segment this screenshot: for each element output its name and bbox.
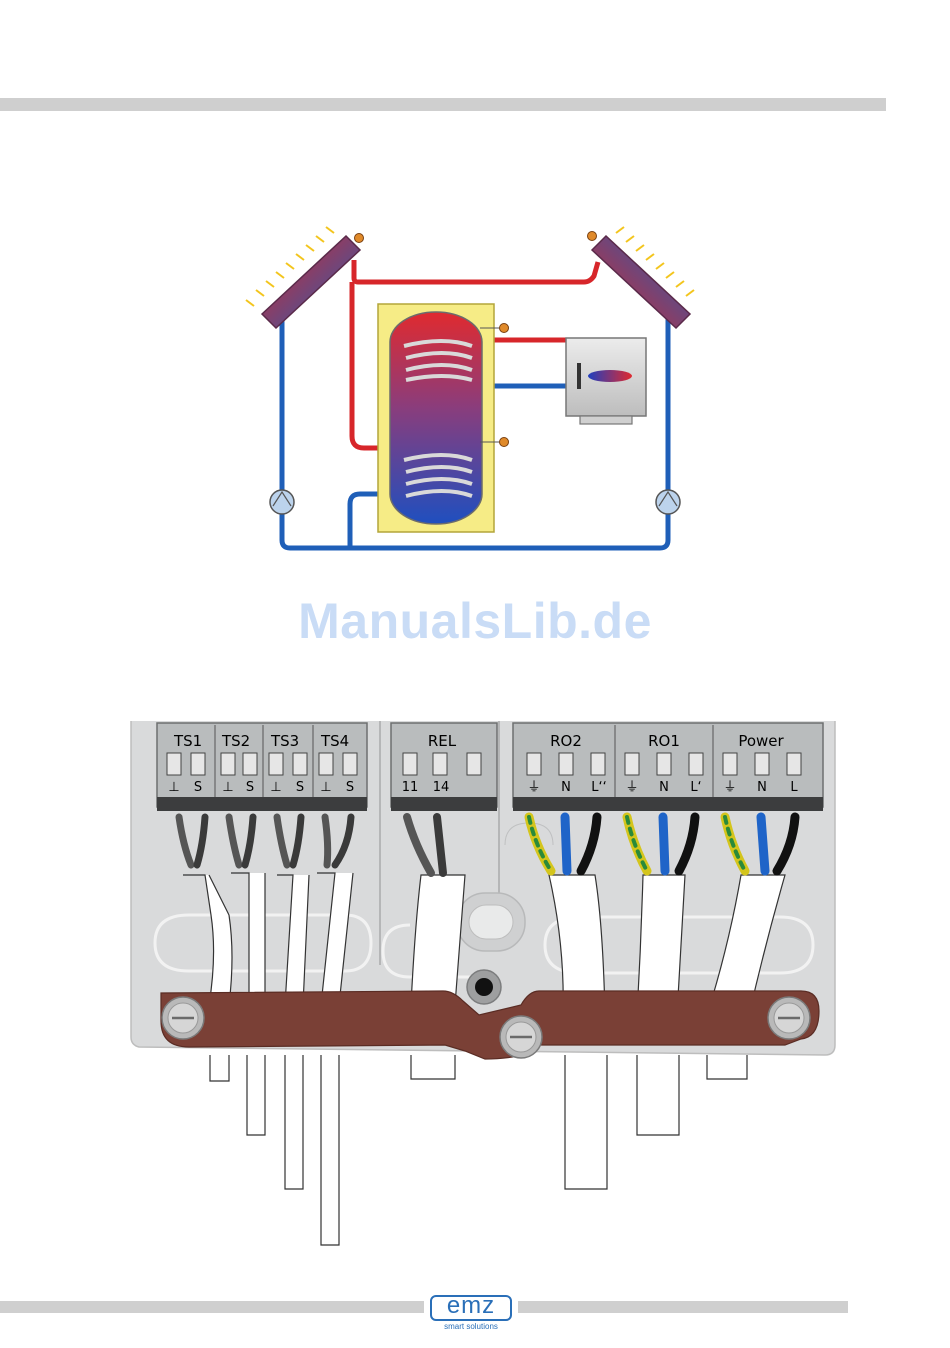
terminal-block-sensors: TS1 TS2 TS3 TS4 ⊥ S ⊥ S ⊥ S ⊥ S xyxy=(157,723,367,811)
pin-ts4-ground: ⊥ xyxy=(320,780,331,795)
tank-sensor-bottom xyxy=(500,438,509,447)
terminal-block-mains: RO2 RO1 Power ⏚ N L‘‘ ⏚ N L‘ ⏚ N L xyxy=(513,723,823,811)
tank-sensor-top xyxy=(500,324,509,333)
logo-word: emz xyxy=(430,1292,512,1320)
cable-stubs xyxy=(210,1055,747,1245)
right-solar-collector xyxy=(588,227,695,328)
solar-system-diagram xyxy=(240,222,710,562)
label-ts1: TS1 xyxy=(173,732,202,750)
header-bar xyxy=(0,98,886,111)
pin-ro1-l: L‘ xyxy=(690,780,701,795)
terminal-block-relay: REL 11 14 xyxy=(391,723,497,811)
label-rel: REL xyxy=(428,732,457,750)
pin-power-l: L xyxy=(790,780,798,795)
watermark: ManualsLib.de xyxy=(0,592,950,650)
pin-ro2-earth: ⏚ xyxy=(527,780,540,795)
pin-ts2-s: S xyxy=(246,780,254,795)
footer-bar-left xyxy=(0,1301,424,1313)
pin-power-earth: ⏚ xyxy=(723,780,736,795)
footer-bar-right xyxy=(518,1301,848,1313)
terminal-wiring-diagram: TS1 TS2 TS3 TS4 ⊥ S ⊥ S ⊥ S ⊥ S REL 11 1… xyxy=(125,715,845,1255)
screw-center-icon xyxy=(500,1016,542,1058)
pin-rel-14: 14 xyxy=(433,780,450,795)
pin-ts4-s: S xyxy=(346,780,354,795)
pin-ro2-l: L‘‘ xyxy=(591,780,607,795)
label-ts2: TS2 xyxy=(221,732,250,750)
pin-ts1-s: S xyxy=(194,780,202,795)
pin-ro2-n: N xyxy=(561,780,571,795)
emz-logo: emz smart solutions xyxy=(430,1295,514,1335)
label-ts3: TS3 xyxy=(270,732,299,750)
pin-ro1-earth: ⏚ xyxy=(625,780,638,795)
label-ro1: RO1 xyxy=(648,732,680,750)
label-power: Power xyxy=(738,732,784,750)
label-ts4: TS4 xyxy=(320,732,349,750)
label-ro2: RO2 xyxy=(550,732,582,750)
pump-left-icon xyxy=(270,490,294,514)
pump-right-icon xyxy=(656,490,680,514)
pin-ts2-ground: ⊥ xyxy=(222,780,233,795)
storage-tank xyxy=(378,304,509,532)
pin-ts3-ground: ⊥ xyxy=(270,780,281,795)
burner-flame-icon xyxy=(588,370,632,382)
boiler xyxy=(566,338,646,424)
pin-ts1-ground: ⊥ xyxy=(168,780,179,795)
screw-left-icon xyxy=(162,997,204,1039)
pin-power-n: N xyxy=(757,780,767,795)
pin-ro1-n: N xyxy=(659,780,669,795)
screw-right-icon xyxy=(768,997,810,1039)
logo-tagline: smart solutions xyxy=(430,1322,512,1331)
pin-rel-11: 11 xyxy=(402,780,419,795)
pin-ts3-s: S xyxy=(296,780,304,795)
left-solar-collector xyxy=(246,227,364,328)
